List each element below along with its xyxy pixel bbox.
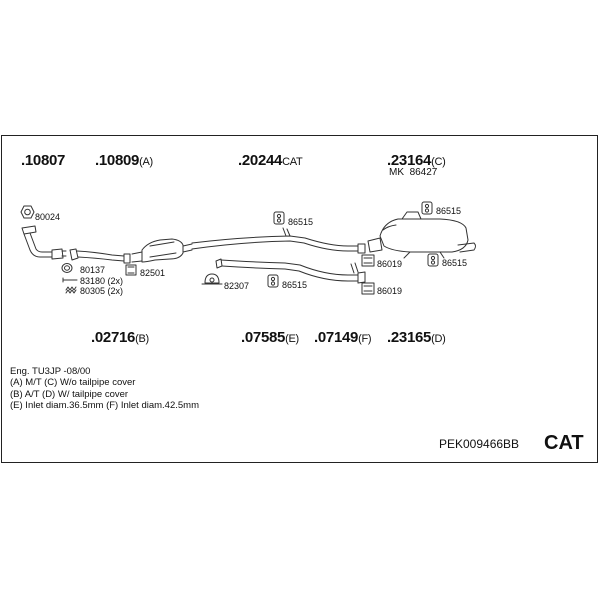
callout-86019-a: 86019 bbox=[377, 259, 403, 269]
callout-82501: 82501 bbox=[140, 268, 166, 278]
bolt-83180 bbox=[62, 277, 78, 283]
diagram-frame bbox=[1, 135, 598, 463]
clamp-82501 bbox=[125, 264, 137, 276]
callout-80024: 80024 bbox=[35, 212, 61, 222]
rubber-mount-86515-b bbox=[267, 274, 279, 288]
callout-86515-c: 86515 bbox=[436, 206, 462, 216]
note-a-c: (A) M/T (C) W/o tailpipe cover bbox=[10, 377, 136, 389]
ring-80137 bbox=[61, 263, 73, 273]
part-number-23165: .23165(D) bbox=[387, 329, 446, 346]
front-pipe-10807 bbox=[21, 225, 67, 260]
part-number-10809: .10809(A) bbox=[95, 152, 153, 169]
rear-silencer-23164 bbox=[367, 211, 476, 259]
part-number-02716: .02716(B) bbox=[91, 329, 149, 346]
category-label: CAT bbox=[544, 432, 584, 454]
part-number-23164: .23164(C) bbox=[387, 152, 446, 169]
callout-86515-d: 86515 bbox=[442, 258, 468, 268]
center-pipe-07585 bbox=[215, 258, 366, 284]
callout-80137: 80137 bbox=[80, 265, 106, 275]
note-b-d: (B) A/T (D) W/ tailpipe cover bbox=[10, 388, 129, 400]
part-number-20244: .20244CAT bbox=[238, 152, 303, 169]
rubber-mount-86515-d bbox=[427, 253, 439, 267]
clamp-86019-b bbox=[361, 282, 375, 295]
rubber-mount-86515-c bbox=[421, 201, 433, 215]
mk-label: MK 86427 bbox=[389, 167, 438, 178]
fitment-notes: Eng. TU3JP -08/00 (A) M/T (C) W/o tailpi… bbox=[10, 366, 199, 411]
callout-86515-a: 86515 bbox=[288, 217, 314, 227]
part-number-07585: .07585(E) bbox=[241, 329, 299, 346]
clamp-82307 bbox=[201, 273, 223, 285]
kit-code: PEK009466BB bbox=[439, 437, 520, 451]
callout-86019-b: 86019 bbox=[377, 286, 403, 296]
note-e-f: (E) Inlet diam.36.5mm (F) Inlet diam.42.… bbox=[10, 399, 199, 411]
intermediate-pipe-10809 bbox=[69, 248, 131, 264]
callout-80305: 80305 (2x) bbox=[80, 286, 124, 296]
part-number-10807: .10807 bbox=[21, 152, 66, 169]
clamp-86019-a bbox=[361, 254, 375, 267]
rubber-mount-86515-a bbox=[273, 211, 285, 225]
part-number-07149: .07149(F) bbox=[314, 329, 372, 346]
callout-83180: 83180 (2x) bbox=[80, 276, 124, 286]
callout-86515-b: 86515 bbox=[282, 280, 308, 290]
callout-82307: 82307 bbox=[224, 281, 250, 291]
catalytic-converter-20244 bbox=[131, 238, 193, 263]
spring-80305 bbox=[65, 286, 77, 294]
center-pipe-02716 bbox=[191, 227, 366, 254]
note-engine: Eng. TU3JP -08/00 bbox=[10, 366, 91, 377]
gasket-80024 bbox=[20, 205, 35, 219]
